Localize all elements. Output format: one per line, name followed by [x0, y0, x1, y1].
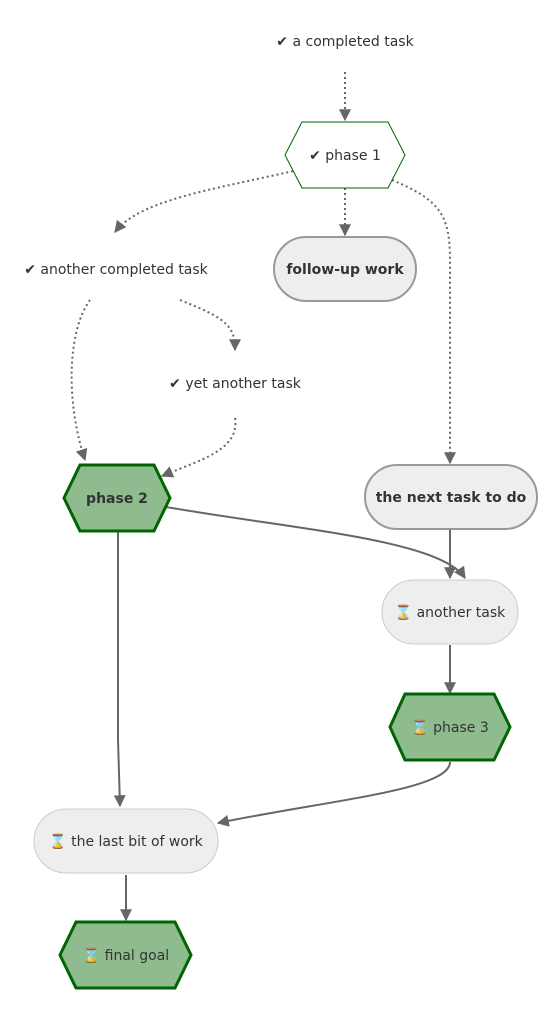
- node-phase-2[interactable]: phase 2: [62, 463, 172, 533]
- node-another-completed-task[interactable]: ✔ another completed task: [24, 262, 208, 278]
- edges: [70, 72, 466, 922]
- edge-phase-1-to-next-task: [391, 179, 456, 465]
- edge-another-completed-task-to-phase-2: [70, 299, 91, 462]
- node-next-task[interactable]: the next task to do: [364, 464, 538, 530]
- node-phase-3[interactable]: ⌛ phase 3: [388, 692, 512, 762]
- node-another-task[interactable]: ⌛ another task: [381, 579, 519, 645]
- node-label: ⌛ phase 3: [411, 719, 489, 736]
- node-label: ✔ another completed task: [24, 262, 208, 278]
- edge-yet-another-task-to-phase-2: [160, 417, 237, 478]
- edge-another-completed-task-to-yet-another-task: [179, 299, 241, 352]
- node-label: ⌛ final goal: [83, 947, 169, 964]
- node-final-goal[interactable]: ⌛ final goal: [58, 920, 193, 990]
- node-label: the next task to do: [376, 490, 527, 506]
- node-yet-another-task[interactable]: ✔ yet another task: [169, 376, 302, 392]
- node-label: ✔ phase 1: [309, 148, 381, 164]
- node-label: ✔ a completed task: [276, 34, 414, 50]
- node-last-bit-of-work[interactable]: ⌛ the last bit of work: [33, 808, 219, 874]
- node-label: ⌛ the last bit of work: [49, 833, 203, 850]
- node-label: ⌛ another task: [395, 604, 506, 621]
- node-completed-task[interactable]: ✔ a completed task: [276, 34, 414, 50]
- node-label: ✔ yet another task: [169, 376, 302, 392]
- node-follow-up-work[interactable]: follow-up work: [273, 236, 417, 302]
- edge-phase-2-to-last-bit-of-work: [113, 530, 126, 808]
- node-label: follow-up work: [286, 262, 404, 278]
- node-label: phase 2: [86, 491, 148, 507]
- edge-phase-1-to-another-completed-task: [114, 169, 299, 233]
- edge-phase-3-to-last-bit-of-work: [216, 761, 451, 827]
- edge-phase-2-to-another-task: [165, 506, 466, 580]
- node-phase-1[interactable]: ✔ phase 1: [284, 121, 406, 189]
